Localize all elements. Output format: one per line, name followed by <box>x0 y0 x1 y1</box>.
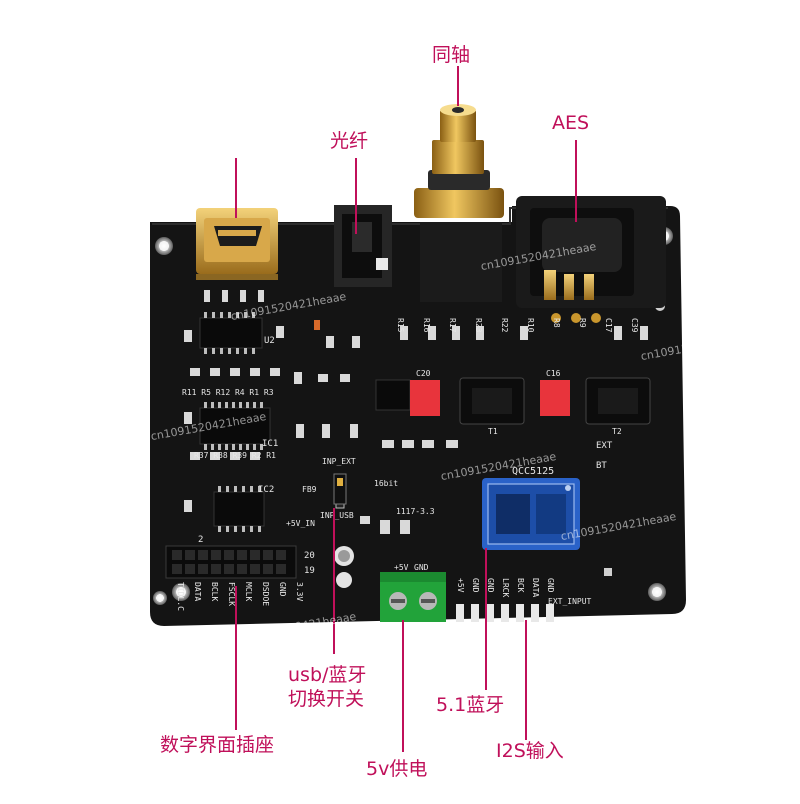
capacitor-c16 <box>540 380 570 416</box>
i2s-pin-label: GND <box>471 578 480 593</box>
silk-gnd: GND <box>414 563 429 572</box>
resistor-labels: R15 R16 R17 R23 R22 R10 R8 R9 C17 C39 <box>396 318 639 333</box>
ic-ic2 <box>213 486 265 532</box>
label-power-5v: 5v供电 <box>366 758 428 780</box>
silk-ic2: IC2 <box>258 485 274 495</box>
silk-r-row1: R11 R5 R12 R4 R1 R3 <box>182 388 274 397</box>
i2s-input-pads <box>456 604 554 622</box>
resistor-label: R10 <box>526 318 535 333</box>
resistor-label: R23 <box>474 318 483 333</box>
optical-connector <box>334 205 392 287</box>
i2s-pin-labels: +5V GND GND LRCK BCK DATA GND <box>456 578 555 597</box>
label-coax: 同轴 <box>432 44 471 66</box>
label-bt51: 5.1蓝牙 <box>436 694 505 716</box>
silk-header-2: 2 <box>198 535 203 545</box>
silk-ext-input: EXT_INPUT <box>548 597 592 606</box>
silk-header-20: 20 <box>304 551 315 561</box>
silk-r-row2: R37 R38 R39 R2 R1 <box>194 451 276 460</box>
header-pin-labels: TIDL.C DATA BCLK FSCLK MCLK DSDOE GND 3.3V <box>176 582 304 611</box>
silk-1117: 1117-3.3 <box>396 507 435 516</box>
silk-header-19: 19 <box>304 566 315 576</box>
resistor-label: R17 <box>448 318 457 333</box>
silk-inp-usb: INP_USB <box>320 511 354 520</box>
mounting-hole <box>155 237 173 255</box>
capacitor-c20 <box>410 380 440 416</box>
resistor-label: R15 <box>396 318 405 333</box>
digital-header-socket <box>165 545 297 579</box>
bluetooth-module-qcc5125 <box>482 478 580 550</box>
i2s-pin-label: LRCK <box>501 578 510 597</box>
ic-u2 <box>199 312 263 354</box>
i2s-pin-label: +5V <box>456 578 465 593</box>
transformer-t2 <box>585 377 651 425</box>
label-usb-bt-switch-line2: 切换开关 <box>288 688 365 710</box>
resistor-label: C39 <box>630 318 639 333</box>
label-usb-bt-switch-line1: usb/蓝牙 <box>288 664 367 686</box>
label-optical: 光纤 <box>330 130 369 152</box>
i2s-pin-label: GND <box>546 578 555 593</box>
i2s-pin-label: DATA <box>531 578 540 597</box>
silk-t2: T2 <box>612 427 622 436</box>
silk-ext: EXT <box>596 441 613 451</box>
leader-lines <box>235 66 577 752</box>
header-pin-label: MCLK <box>244 582 253 601</box>
silk-fb9: FB9 <box>302 485 317 494</box>
resistor-label: C17 <box>604 318 613 333</box>
header-pin-label: DSDOE <box>261 582 270 606</box>
coax-rca-connector <box>414 104 504 302</box>
silk-t1: T1 <box>488 427 498 436</box>
resistor-label: R8 <box>552 318 561 328</box>
silk-16bit: 16bit <box>374 479 398 488</box>
silk-u2: U2 <box>264 336 275 346</box>
hdmi-connector <box>196 208 278 280</box>
silk-inp-ext: INP_EXT <box>322 457 356 466</box>
header-pin-label: TIDL.C <box>176 582 185 611</box>
silk-c20: C20 <box>416 369 431 378</box>
aes-xlr-connector <box>516 196 666 323</box>
header-pin-label: GND <box>278 582 287 597</box>
label-aes: AES <box>552 112 590 134</box>
silk-c16: C16 <box>546 369 561 378</box>
header-pin-label: 3.3V <box>295 582 304 601</box>
silk-qcc5125: QCC5125 <box>512 466 554 477</box>
mounting-hole <box>648 583 666 601</box>
i2s-pin-label: GND <box>486 578 495 593</box>
label-i2s-input: I2S输入 <box>496 740 564 762</box>
resistor-label: R22 <box>500 318 509 333</box>
usb-bt-switch-jumper <box>333 473 347 505</box>
power-terminal-5v <box>380 572 446 622</box>
i2s-pin-label: BCK <box>516 578 525 593</box>
header-pin-label: BCLK <box>210 582 219 601</box>
resistor-label: R16 <box>422 318 431 333</box>
silk-plus5v: +5V <box>394 563 409 572</box>
silk-ic1: IC1 <box>262 439 278 449</box>
resistor-label: R9 <box>578 318 587 328</box>
header-pin-label: FSCLK <box>227 582 236 606</box>
header-pin-label: DATA <box>193 582 202 601</box>
mounting-hole <box>172 583 190 601</box>
ic-ic1 <box>199 402 271 450</box>
silk-5v-in: +5V_IN <box>286 519 315 528</box>
label-digital-header: 数字界面插座 <box>160 734 275 756</box>
transformer-t1 <box>459 377 525 425</box>
silk-bt: BT <box>596 461 607 471</box>
